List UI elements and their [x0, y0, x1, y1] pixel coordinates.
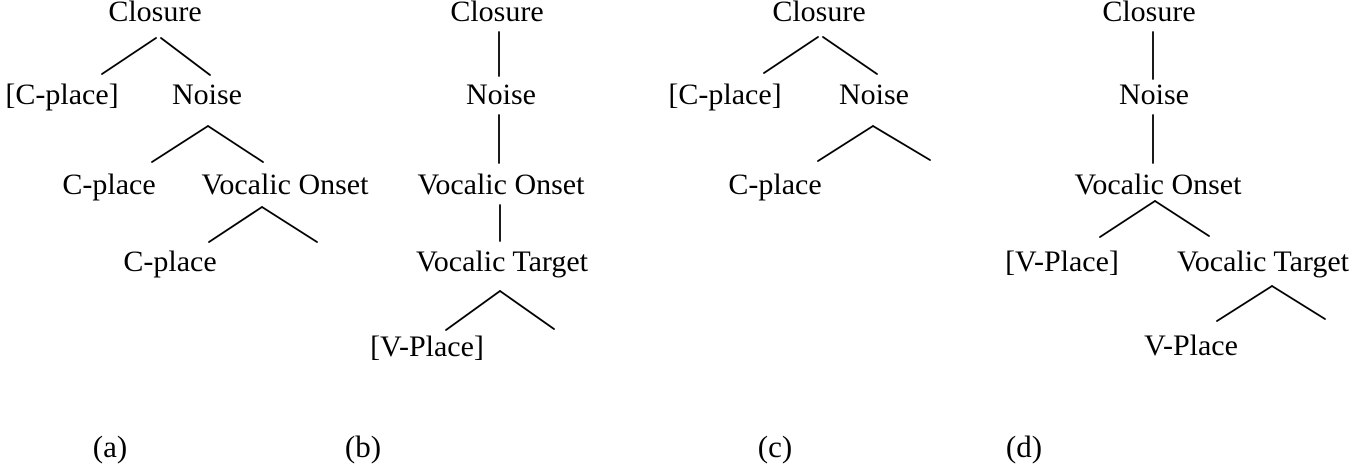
tree-a-edge-closure-to-cplace-spec [101, 37, 157, 75]
tree-d-caption: (d) [1005, 429, 1043, 464]
tree-a-edge-noise-to-vocalic-onset [207, 125, 264, 163]
tree-d-node-v-place: V-Place [1144, 329, 1238, 362]
tree-a-node-c-place-low: C-place [123, 245, 217, 278]
tree-a-edge-closure-to-noise [160, 37, 211, 76]
tree-c-edge-closure-to-noise [822, 36, 878, 75]
tree-c-node-noise: Noise [839, 78, 909, 111]
tree-d-node-closure: Closure [1102, 0, 1196, 28]
tree-c-caption: (c) [757, 429, 793, 464]
tree-c-edge-noise-bare [872, 125, 931, 161]
tree-d-node-vocalic-target: Vocalic Target [1176, 245, 1350, 278]
tree-d-node-vocalic-onset: Vocalic Onset [1074, 168, 1242, 201]
tree-b-edge-vocalic-target-to-vplace-spec [445, 290, 501, 331]
tree-c-node-c-place: C-place [728, 168, 822, 201]
tree-a-edge-vocalic-onset-bare [261, 206, 318, 243]
tree-a-node-c-place-spec: [C-place] [5, 78, 119, 111]
tree-a-edge-noise-to-cplace [151, 125, 209, 163]
tree-a-edge-vocalic-onset-to-cplace [208, 206, 263, 243]
tree-a-node-c-place-mid: C-place [62, 168, 156, 201]
tree-a-caption: (a) [92, 429, 128, 464]
tree-d-node-v-place-spec: [V-Place] [1005, 245, 1119, 278]
tree-b-edge-vocalic-target-bare [499, 290, 555, 330]
tree-c-edge-noise-to-cplace [817, 125, 874, 162]
tree-b-node-closure: Closure [450, 0, 544, 28]
tree-d-node-noise: Noise [1119, 78, 1189, 111]
tree-b-caption: (b) [344, 429, 382, 464]
tree-d-edge-vocalic-target-to-vplace [1216, 285, 1273, 322]
tree-a-node-vocalic-onset: Vocalic Onset [201, 168, 369, 201]
tree-d-edge-vocalic-onset-to-vplace-spec [1099, 200, 1156, 238]
tree-c-node-closure: Closure [772, 0, 866, 28]
tree-d-edge-vocalic-onset-to-vocalic-target [1154, 200, 1210, 237]
tree-c-edge-closure-to-cplace-spec [763, 36, 819, 74]
tree-b-node-vocalic-onset: Vocalic Onset [417, 168, 585, 201]
tree-b-node-v-place-spec: [V-Place] [370, 330, 484, 363]
tree-b-node-noise: Noise [466, 78, 536, 111]
tree-b-node-vocalic-target: Vocalic Target [415, 245, 589, 278]
tree-a-node-noise: Noise [172, 78, 242, 111]
tree-a-node-closure: Closure [108, 0, 202, 28]
tree-d-edge-vocalic-target-bare [1271, 285, 1326, 320]
tree-c-node-c-place-spec: [C-place] [668, 78, 782, 111]
